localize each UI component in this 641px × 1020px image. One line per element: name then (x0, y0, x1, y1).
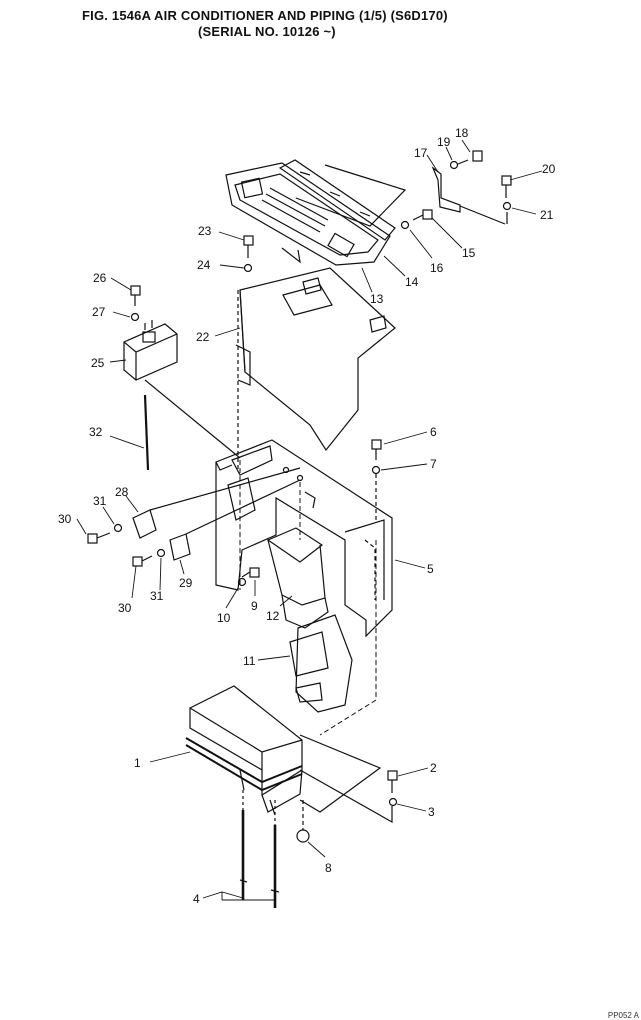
part-1-air-conditioner-unit (185, 685, 303, 816)
callout-22: 22 (196, 330, 210, 344)
part-13-vent-grille (225, 162, 391, 266)
part-7-washer (371, 465, 381, 475)
callout-30-lower: 30 (118, 601, 132, 615)
callout-31-lower: 31 (150, 589, 164, 603)
part-30-bolt-lower (132, 555, 153, 567)
callout-14: 14 (405, 275, 419, 289)
callout-9: 9 (251, 599, 258, 613)
figure-header: FIG. 1546A AIR CONDITIONER AND PIPING (1… (82, 8, 622, 40)
part-20-bolt (501, 175, 512, 198)
part-26-bolt (130, 285, 141, 306)
part-24-washer (243, 263, 253, 273)
callout-2: 2 (430, 761, 437, 775)
part-12-duct-elbow (266, 527, 329, 629)
callout-numbers: 1 2 3 4 5 6 7 8 9 10 11 12 13 14 15 16 1… (58, 126, 556, 906)
part-25-relay-box (123, 320, 178, 381)
part-3-washer (388, 797, 398, 807)
callout-16: 16 (430, 261, 444, 275)
callout-7: 7 (430, 457, 437, 471)
part-30-bolt-upper (87, 532, 111, 544)
base-plate (299, 734, 382, 813)
part-9-bolt (241, 567, 260, 578)
part-14-mounting-plate (278, 159, 396, 241)
part-27-washer (130, 312, 140, 322)
callout-21: 21 (540, 208, 554, 222)
part-10-washer (237, 577, 247, 587)
callout-28: 28 (115, 485, 129, 499)
part-32-rod (143, 394, 150, 471)
part-6-bolt (371, 439, 382, 460)
callout-4: 4 (193, 892, 200, 906)
callout-26: 26 (93, 271, 107, 285)
callout-30-upper: 30 (58, 512, 72, 526)
callout-12: 12 (266, 609, 280, 623)
part-17-bracket (431, 166, 461, 213)
part-29-switch (169, 479, 301, 561)
part-4-drain-hoses (239, 790, 280, 908)
part-22-duct-cover (235, 267, 396, 470)
callout-6: 6 (430, 425, 437, 439)
callout-31-upper: 31 (93, 494, 107, 508)
mounting-center-lines (239, 460, 377, 736)
callout-24: 24 (197, 258, 211, 272)
callout-8: 8 (325, 861, 332, 875)
callout-17: 17 (414, 146, 428, 160)
callout-1: 1 (134, 756, 141, 770)
part-28-switch (132, 467, 301, 539)
callout-13: 13 (370, 292, 384, 306)
callout-10: 10 (217, 611, 231, 625)
part-11-outlet-duct (289, 614, 353, 713)
part-18-bolt (457, 150, 483, 165)
drawing-reference-code: PP052 A (607, 1011, 639, 1020)
duct-top (295, 164, 407, 227)
part-31-washer-lower (156, 548, 166, 558)
part-21-washer (502, 201, 512, 211)
callout-25: 25 (91, 356, 105, 370)
figure-serial-range: (SERIAL NO. 10126 ~) (198, 24, 336, 39)
part-8-grommet (296, 829, 310, 843)
figure-title: FIG. 1546A AIR CONDITIONER AND PIPING (1… (82, 8, 448, 23)
callout-leaders (76, 139, 543, 901)
callout-27: 27 (92, 305, 106, 319)
callout-19: 19 (437, 135, 451, 149)
leader-unit-to-washer (299, 769, 393, 824)
part-31-washer-upper (113, 523, 123, 533)
part-19-washer (449, 160, 459, 170)
part-5-main-frame (215, 439, 393, 638)
callout-20: 20 (542, 162, 556, 176)
callout-23: 23 (198, 224, 212, 238)
callout-18: 18 (455, 126, 469, 140)
callout-15: 15 (462, 246, 476, 260)
part-16-washer (400, 220, 410, 230)
callout-11: 11 (243, 654, 256, 668)
leader-bracket-to-washer (459, 205, 508, 225)
leader-relay-to-frame (144, 379, 241, 459)
callout-32: 32 (89, 425, 103, 439)
callout-5: 5 (427, 562, 434, 576)
part-15-bolt (412, 209, 433, 221)
part-2-bolt (387, 770, 398, 793)
part-23-bolt (243, 235, 254, 258)
callout-3: 3 (428, 805, 435, 819)
callout-29: 29 (179, 576, 193, 590)
